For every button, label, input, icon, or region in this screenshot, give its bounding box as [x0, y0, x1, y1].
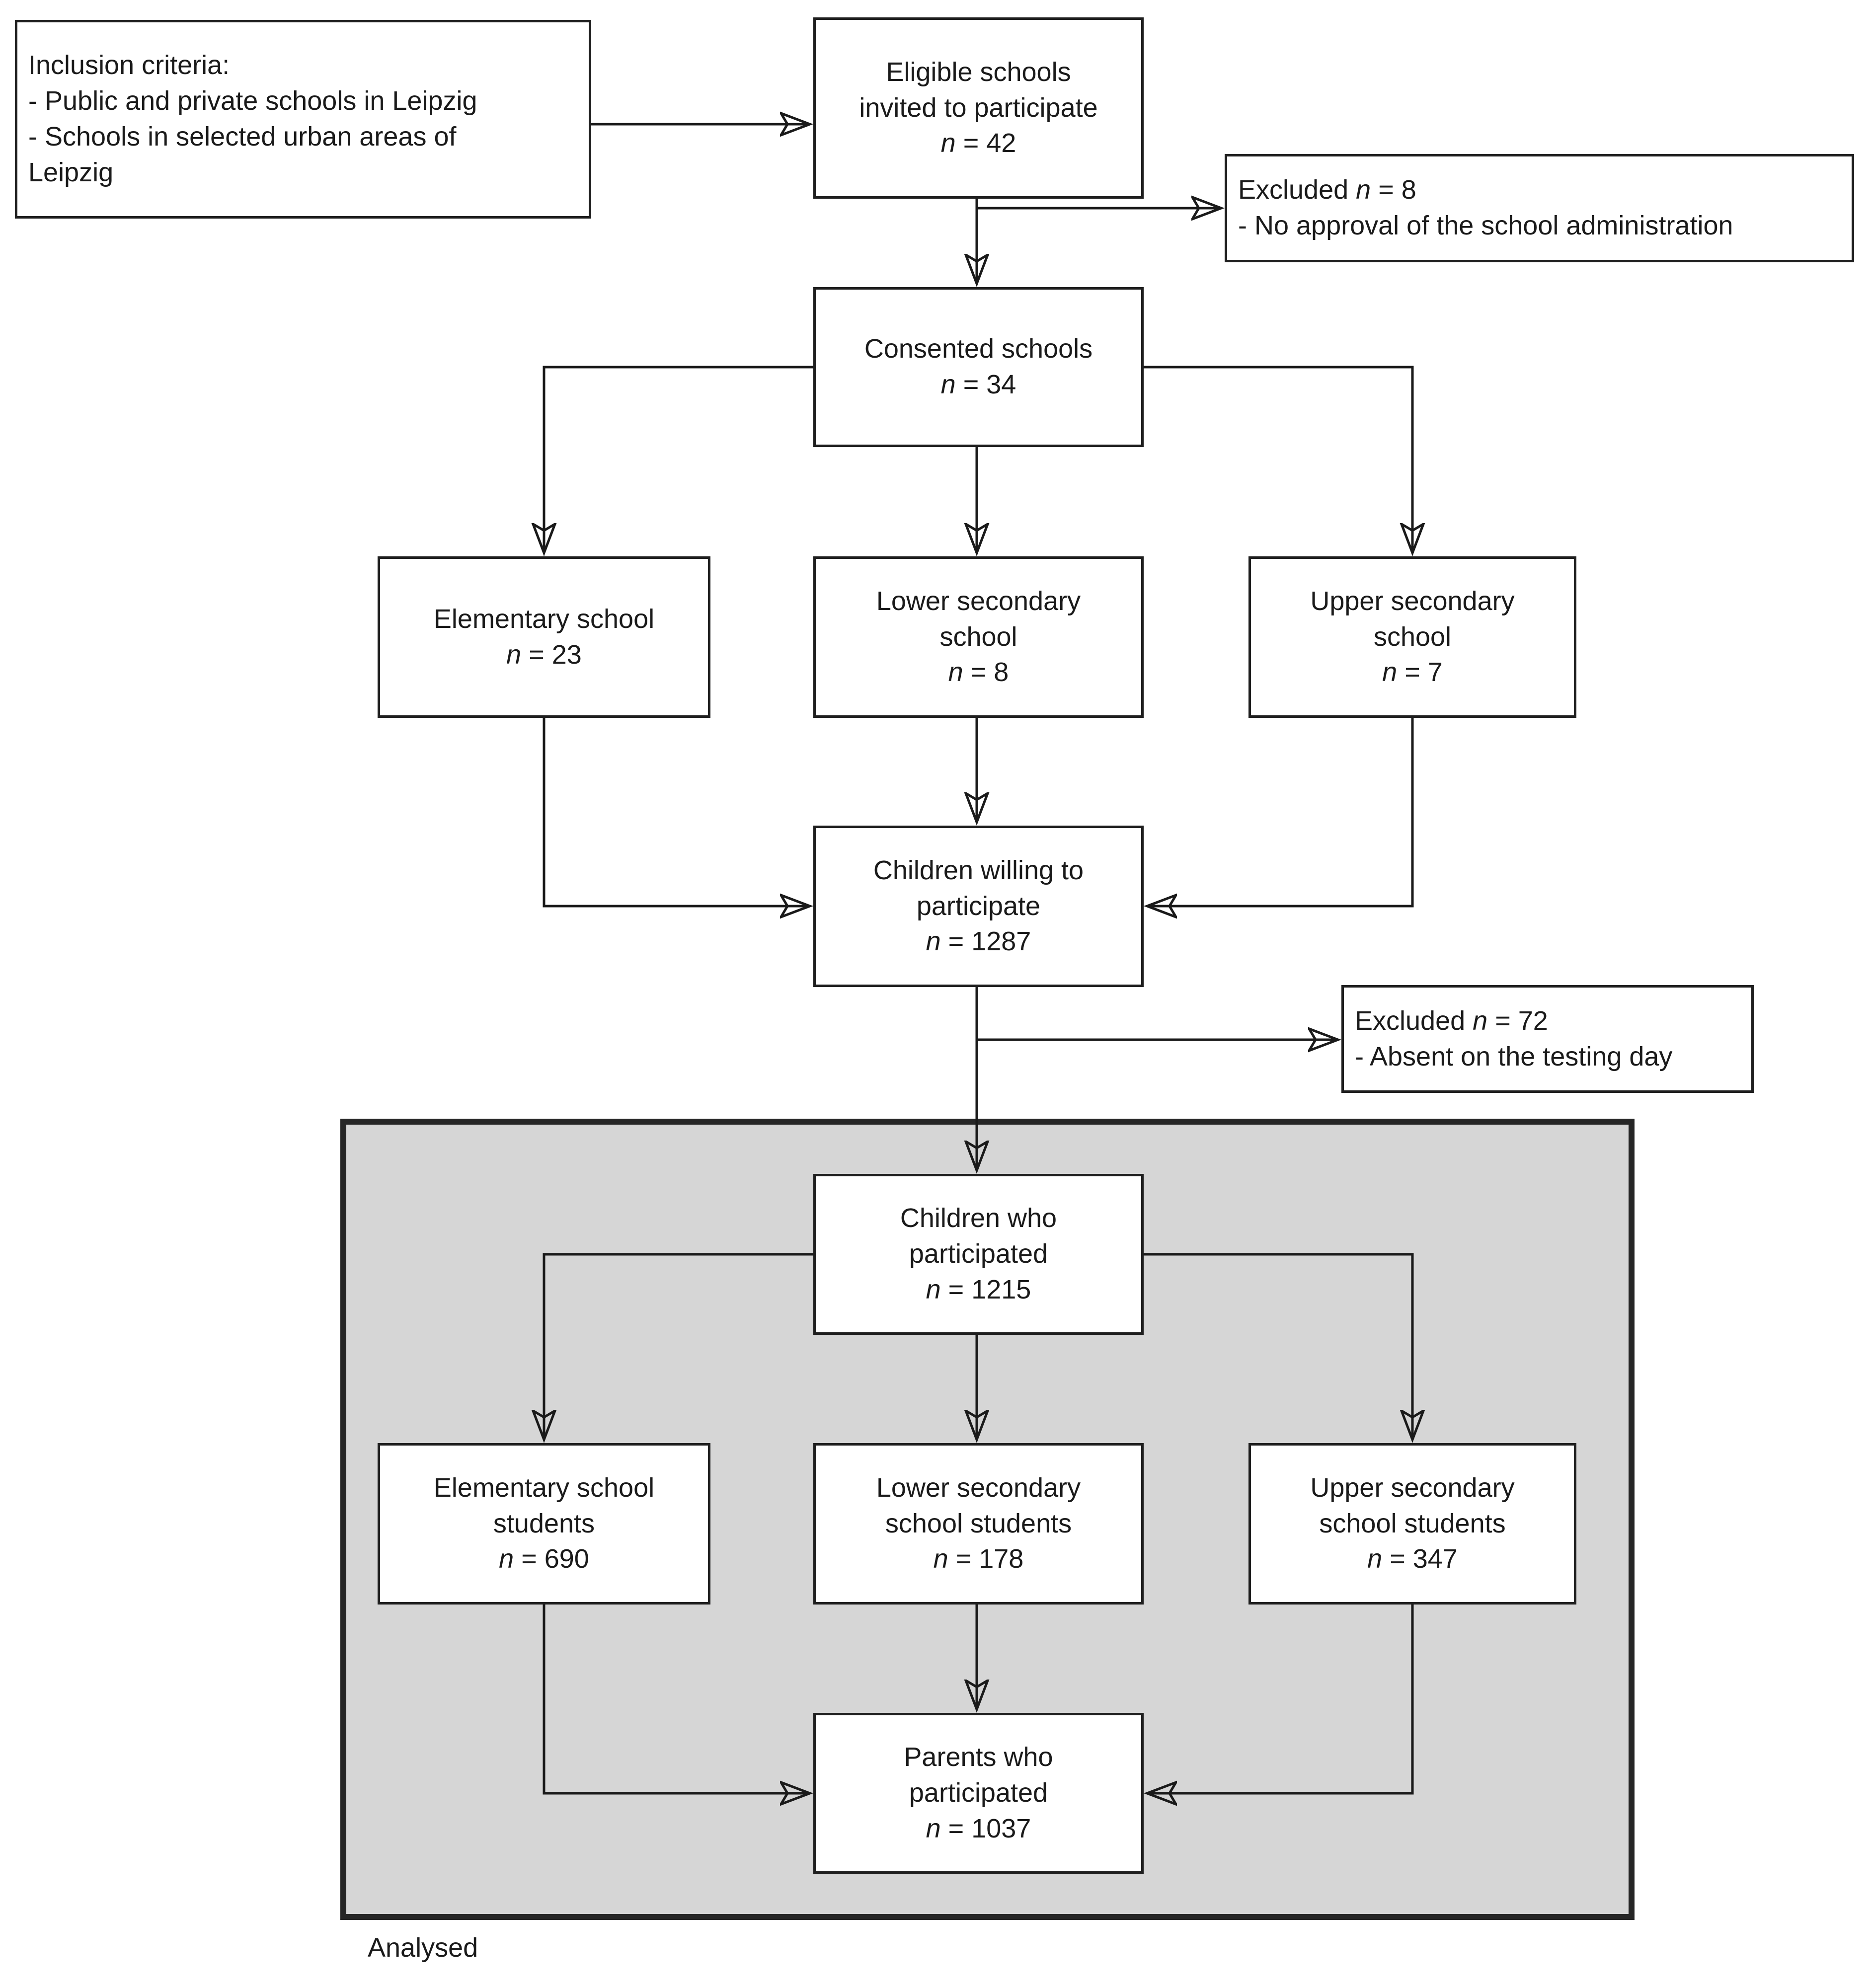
- node-eligible-schools: Eligible schools invited to participate …: [813, 17, 1144, 199]
- arrow-participated-to-upper-secondary-students: [1144, 1253, 1412, 1440]
- node-children-participated: Children who participated n = 1215: [813, 1174, 1144, 1335]
- node-excluded-schools: Excluded n = 8 - No approval of the scho…: [1225, 154, 1854, 262]
- node-lower-secondary-school-label: Lower secondary school n = 8: [876, 586, 1081, 688]
- node-children-willing: Children willing to participate n = 1287: [813, 826, 1144, 987]
- node-elementary-students: Elementary school students n = 690: [378, 1443, 710, 1605]
- arrow-participated-to-elementary-students: [544, 1253, 813, 1440]
- node-elementary-school-label: Elementary school n = 23: [433, 604, 655, 670]
- node-consented-schools-label: Consented schools n = 34: [864, 334, 1093, 399]
- node-inclusion-criteria: Inclusion criteria: - Public and private…: [15, 20, 591, 219]
- node-parents-participated-label: Parents who participated n = 1037: [904, 1742, 1053, 1843]
- node-consented-schools: Consented schools n = 34: [813, 287, 1144, 447]
- node-upper-secondary-school-label: Upper secondary school n = 7: [1310, 586, 1515, 688]
- node-lower-secondary-school: Lower secondary school n = 8: [813, 556, 1144, 718]
- arrow-upper-secondary-school-to-willing: [1147, 718, 1414, 906]
- node-children-participated-label: Children who participated n = 1215: [900, 1203, 1057, 1304]
- node-children-willing-label: Children willing to participate n = 1287: [873, 855, 1084, 957]
- arrow-consented-to-elementary-school: [544, 366, 813, 553]
- arrow-upper-secondary-students-to-parents: [1147, 1605, 1414, 1793]
- node-eligible-schools-label: Eligible schools invited to participate …: [859, 57, 1098, 158]
- node-excluded-children-label: Excluded n = 72 - Absent on the testing …: [1355, 1005, 1673, 1071]
- arrow-elementary-school-to-willing: [543, 718, 810, 906]
- node-inclusion-criteria-label: Inclusion criteria: - Public and private…: [28, 50, 477, 187]
- node-lower-secondary-students: Lower secondary school students n = 178: [813, 1443, 1144, 1605]
- node-upper-secondary-students: Upper secondary school students n = 347: [1248, 1443, 1576, 1605]
- node-excluded-children: Excluded n = 72 - Absent on the testing …: [1341, 985, 1754, 1093]
- node-parents-participated: Parents who participated n = 1037: [813, 1713, 1144, 1874]
- node-elementary-school: Elementary school n = 23: [378, 556, 710, 718]
- node-excluded-schools-label: Excluded n = 8 - No approval of the scho…: [1238, 175, 1733, 240]
- analysed-region-label: Analysed: [368, 1933, 478, 1963]
- node-upper-secondary-students-label: Upper secondary school students n = 347: [1310, 1472, 1515, 1574]
- arrow-elementary-students-to-parents: [543, 1605, 810, 1793]
- arrow-consented-to-upper-secondary-school: [1144, 366, 1412, 553]
- node-lower-secondary-students-label: Lower secondary school students n = 178: [876, 1472, 1081, 1574]
- node-elementary-students-label: Elementary school students n = 690: [433, 1472, 655, 1574]
- node-upper-secondary-school: Upper secondary school n = 7: [1248, 556, 1576, 718]
